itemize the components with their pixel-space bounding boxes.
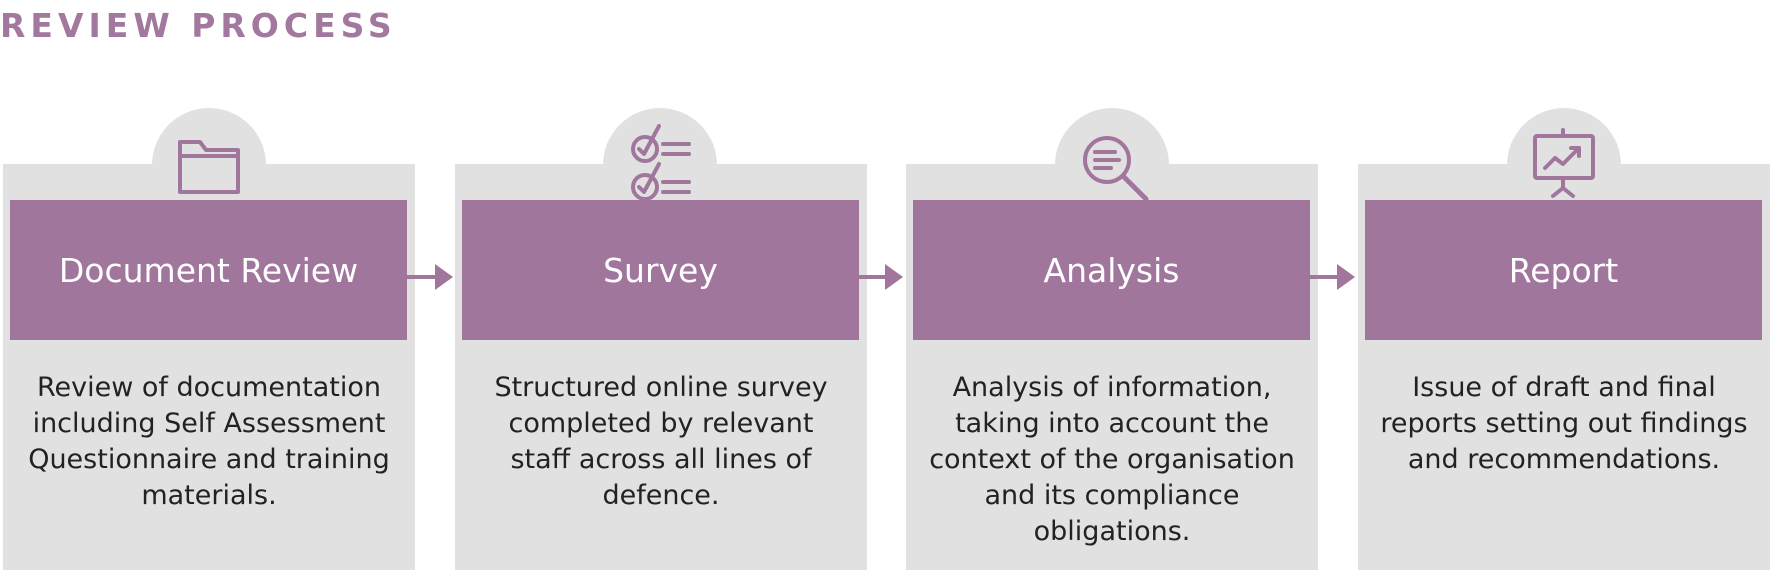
- page-title: REVIEW PROCESS: [0, 6, 397, 45]
- step-band-analysis: Analysis: [913, 200, 1310, 340]
- arrow-right-icon: [1309, 262, 1355, 292]
- step-band-report: Report: [1365, 200, 1762, 340]
- step-band-document-review: Document Review: [10, 200, 407, 340]
- presentation-chart-icon: [1519, 120, 1609, 210]
- arrow-right-icon: [857, 262, 903, 292]
- checklist-icon: [615, 120, 705, 210]
- step-description: Review of documentation including Self A…: [28, 372, 390, 511]
- step-label: Document Review: [58, 250, 359, 290]
- step-description: Structured online survey completed by re…: [494, 372, 828, 511]
- magnifier-icon: [1067, 120, 1157, 210]
- arrow-right-icon: [407, 262, 453, 292]
- step-label: Analysis: [1043, 250, 1180, 290]
- step-label: Report: [1508, 250, 1619, 290]
- step-label: Survey: [603, 250, 718, 290]
- step-band-survey: Survey: [462, 200, 859, 340]
- step-description: Analysis of information, taking into acc…: [929, 372, 1295, 547]
- folder-icon: [164, 120, 254, 210]
- step-description: Issue of draft and final reports setting…: [1380, 372, 1748, 475]
